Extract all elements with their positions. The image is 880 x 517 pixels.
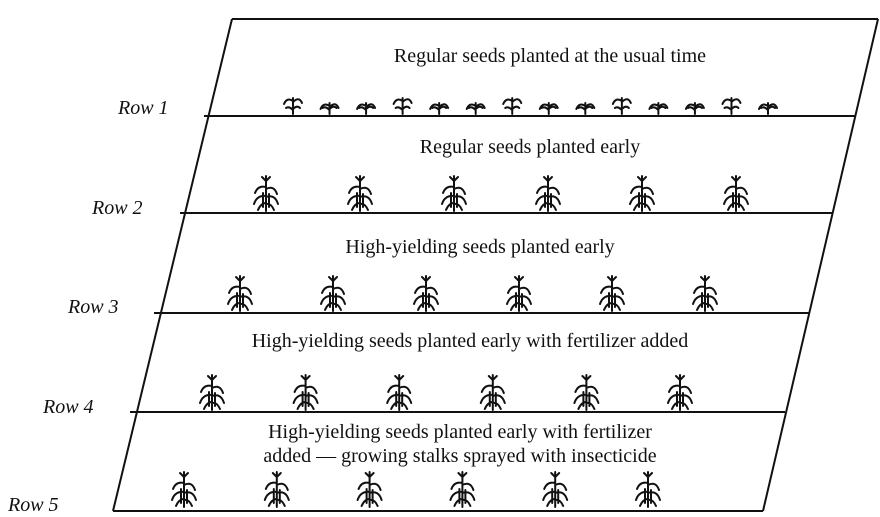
- plant: [722, 98, 740, 114]
- plant: [724, 176, 748, 211]
- row-label-2: Row 2: [92, 197, 143, 220]
- row-label-1: Row 1: [118, 97, 169, 120]
- row-5-description-line-2: added — growing stalks sprayed with inse…: [170, 445, 750, 467]
- plant: [394, 98, 412, 114]
- row-5-description-line-1: High-yielding seeds planted early with f…: [170, 421, 750, 443]
- plant: [536, 176, 560, 211]
- plant: [636, 472, 660, 507]
- plant: [543, 472, 567, 507]
- row-label-4: Row 4: [43, 396, 94, 419]
- plant: [414, 276, 438, 311]
- row-2-description: Regular seeds planted early: [280, 136, 780, 158]
- plant: [630, 176, 654, 211]
- plant: [321, 103, 339, 114]
- plant: [574, 375, 598, 410]
- plant: [172, 472, 196, 507]
- plant: [668, 375, 692, 410]
- plant: [613, 98, 631, 114]
- plant: [467, 103, 485, 114]
- plant: [357, 103, 375, 114]
- plant: [507, 276, 531, 311]
- plant: [600, 276, 624, 311]
- plant: [481, 375, 505, 410]
- row-1-description: Regular seeds planted at the usual time: [290, 45, 810, 67]
- plant: [503, 98, 521, 114]
- plant: [540, 103, 558, 114]
- plant: [348, 176, 372, 211]
- row-4-description: High-yielding seeds planted early with f…: [160, 330, 780, 352]
- plant: [759, 103, 777, 114]
- field-right-edge: [763, 19, 878, 511]
- plant: [693, 276, 717, 311]
- row-label-5: Row 5: [8, 494, 59, 517]
- plant: [284, 98, 302, 114]
- plant: [576, 103, 594, 114]
- plant: [265, 472, 289, 507]
- row-3-description: High-yielding seeds planted early: [220, 236, 740, 258]
- row-label-3: Row 3: [68, 296, 119, 319]
- plant: [321, 276, 345, 311]
- plant: [200, 375, 224, 410]
- plant: [442, 176, 466, 211]
- plant: [228, 276, 252, 311]
- plant: [387, 375, 411, 410]
- plant: [649, 103, 667, 114]
- plant: [450, 472, 474, 507]
- plant: [254, 176, 278, 211]
- plant: [294, 375, 318, 410]
- plant: [430, 103, 448, 114]
- plant: [686, 103, 704, 114]
- plant: [358, 472, 382, 507]
